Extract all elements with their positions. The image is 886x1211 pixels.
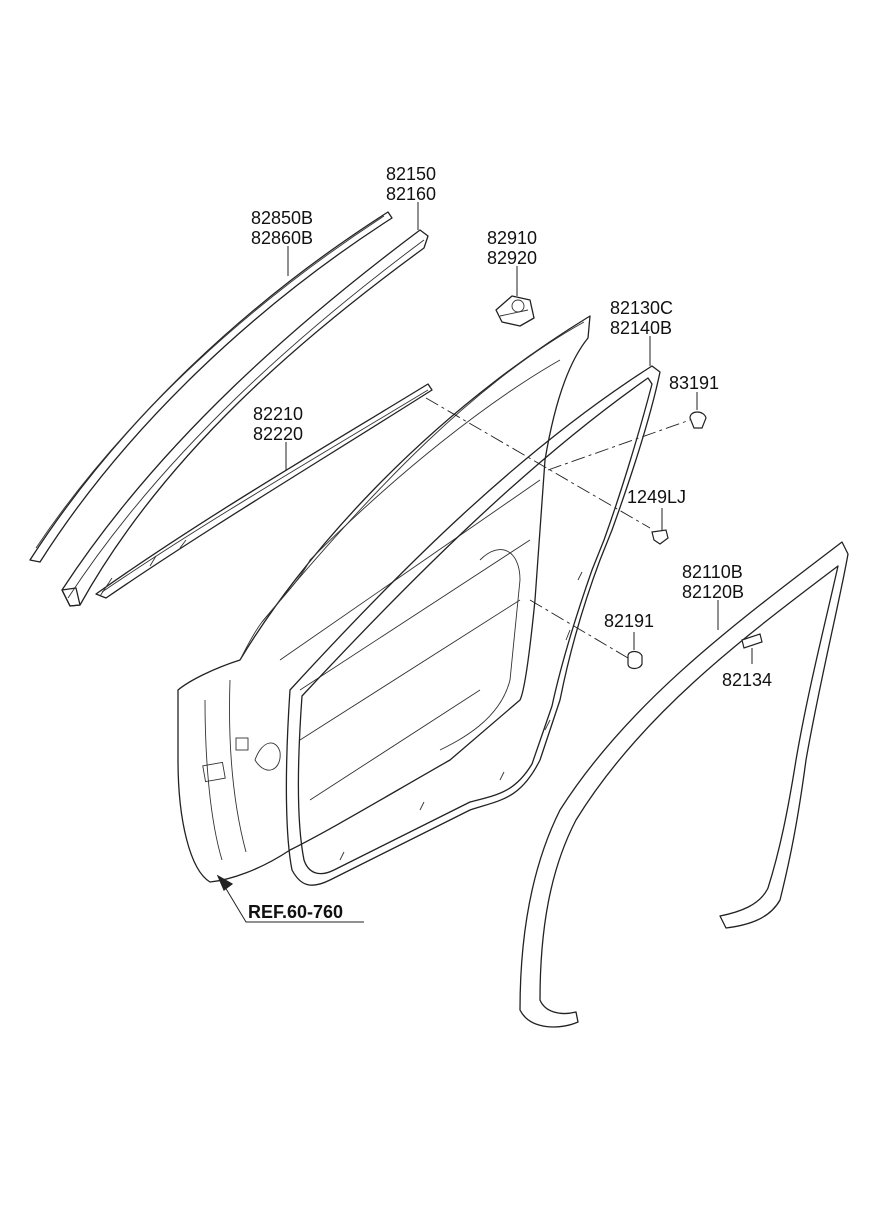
part-number-label: 82110B <box>682 562 743 582</box>
part-number-label: 83191 <box>669 373 719 393</box>
body-side-weatherstrip-part <box>519 541 849 1028</box>
part-number-label: 82120B <box>682 582 744 602</box>
grommet-83191-part <box>689 411 707 429</box>
part-number-label: 1249LJ <box>627 487 686 507</box>
part-number-label: 82860B <box>251 228 313 248</box>
inner-belt-weatherstrip-part <box>95 383 433 599</box>
plug-82191-part <box>627 650 643 670</box>
part-number-label: 82134 <box>722 670 772 690</box>
part-number-label: 82191 <box>604 611 654 631</box>
part-number-label: 82920 <box>487 248 537 268</box>
door-frame-molding-part <box>61 229 429 607</box>
delta-cover-part <box>495 295 535 327</box>
part-number-label: 82210 <box>253 404 303 424</box>
assembly-line <box>529 599 629 659</box>
reference-label: REF.60-760 <box>248 902 343 922</box>
part-number-label: 82150 <box>386 164 436 184</box>
part-number-label: 82130C <box>610 298 673 318</box>
ref-arrow-head <box>216 874 234 891</box>
ref-leader-line <box>221 881 364 923</box>
clip-82134-part <box>741 633 763 649</box>
door-side-weatherstrip-part <box>285 365 661 886</box>
part-number-label: 82850B <box>251 208 313 228</box>
part-number-label: 82140B <box>610 318 672 338</box>
part-number-label: 82910 <box>487 228 537 248</box>
assembly-line <box>425 397 651 529</box>
outer-belt-molding-part <box>29 211 393 563</box>
part-number-label: 82160 <box>386 184 436 204</box>
part-number-label: 82220 <box>253 424 303 444</box>
assembly-line <box>547 419 691 471</box>
screw-1249LJ-part <box>651 529 669 545</box>
